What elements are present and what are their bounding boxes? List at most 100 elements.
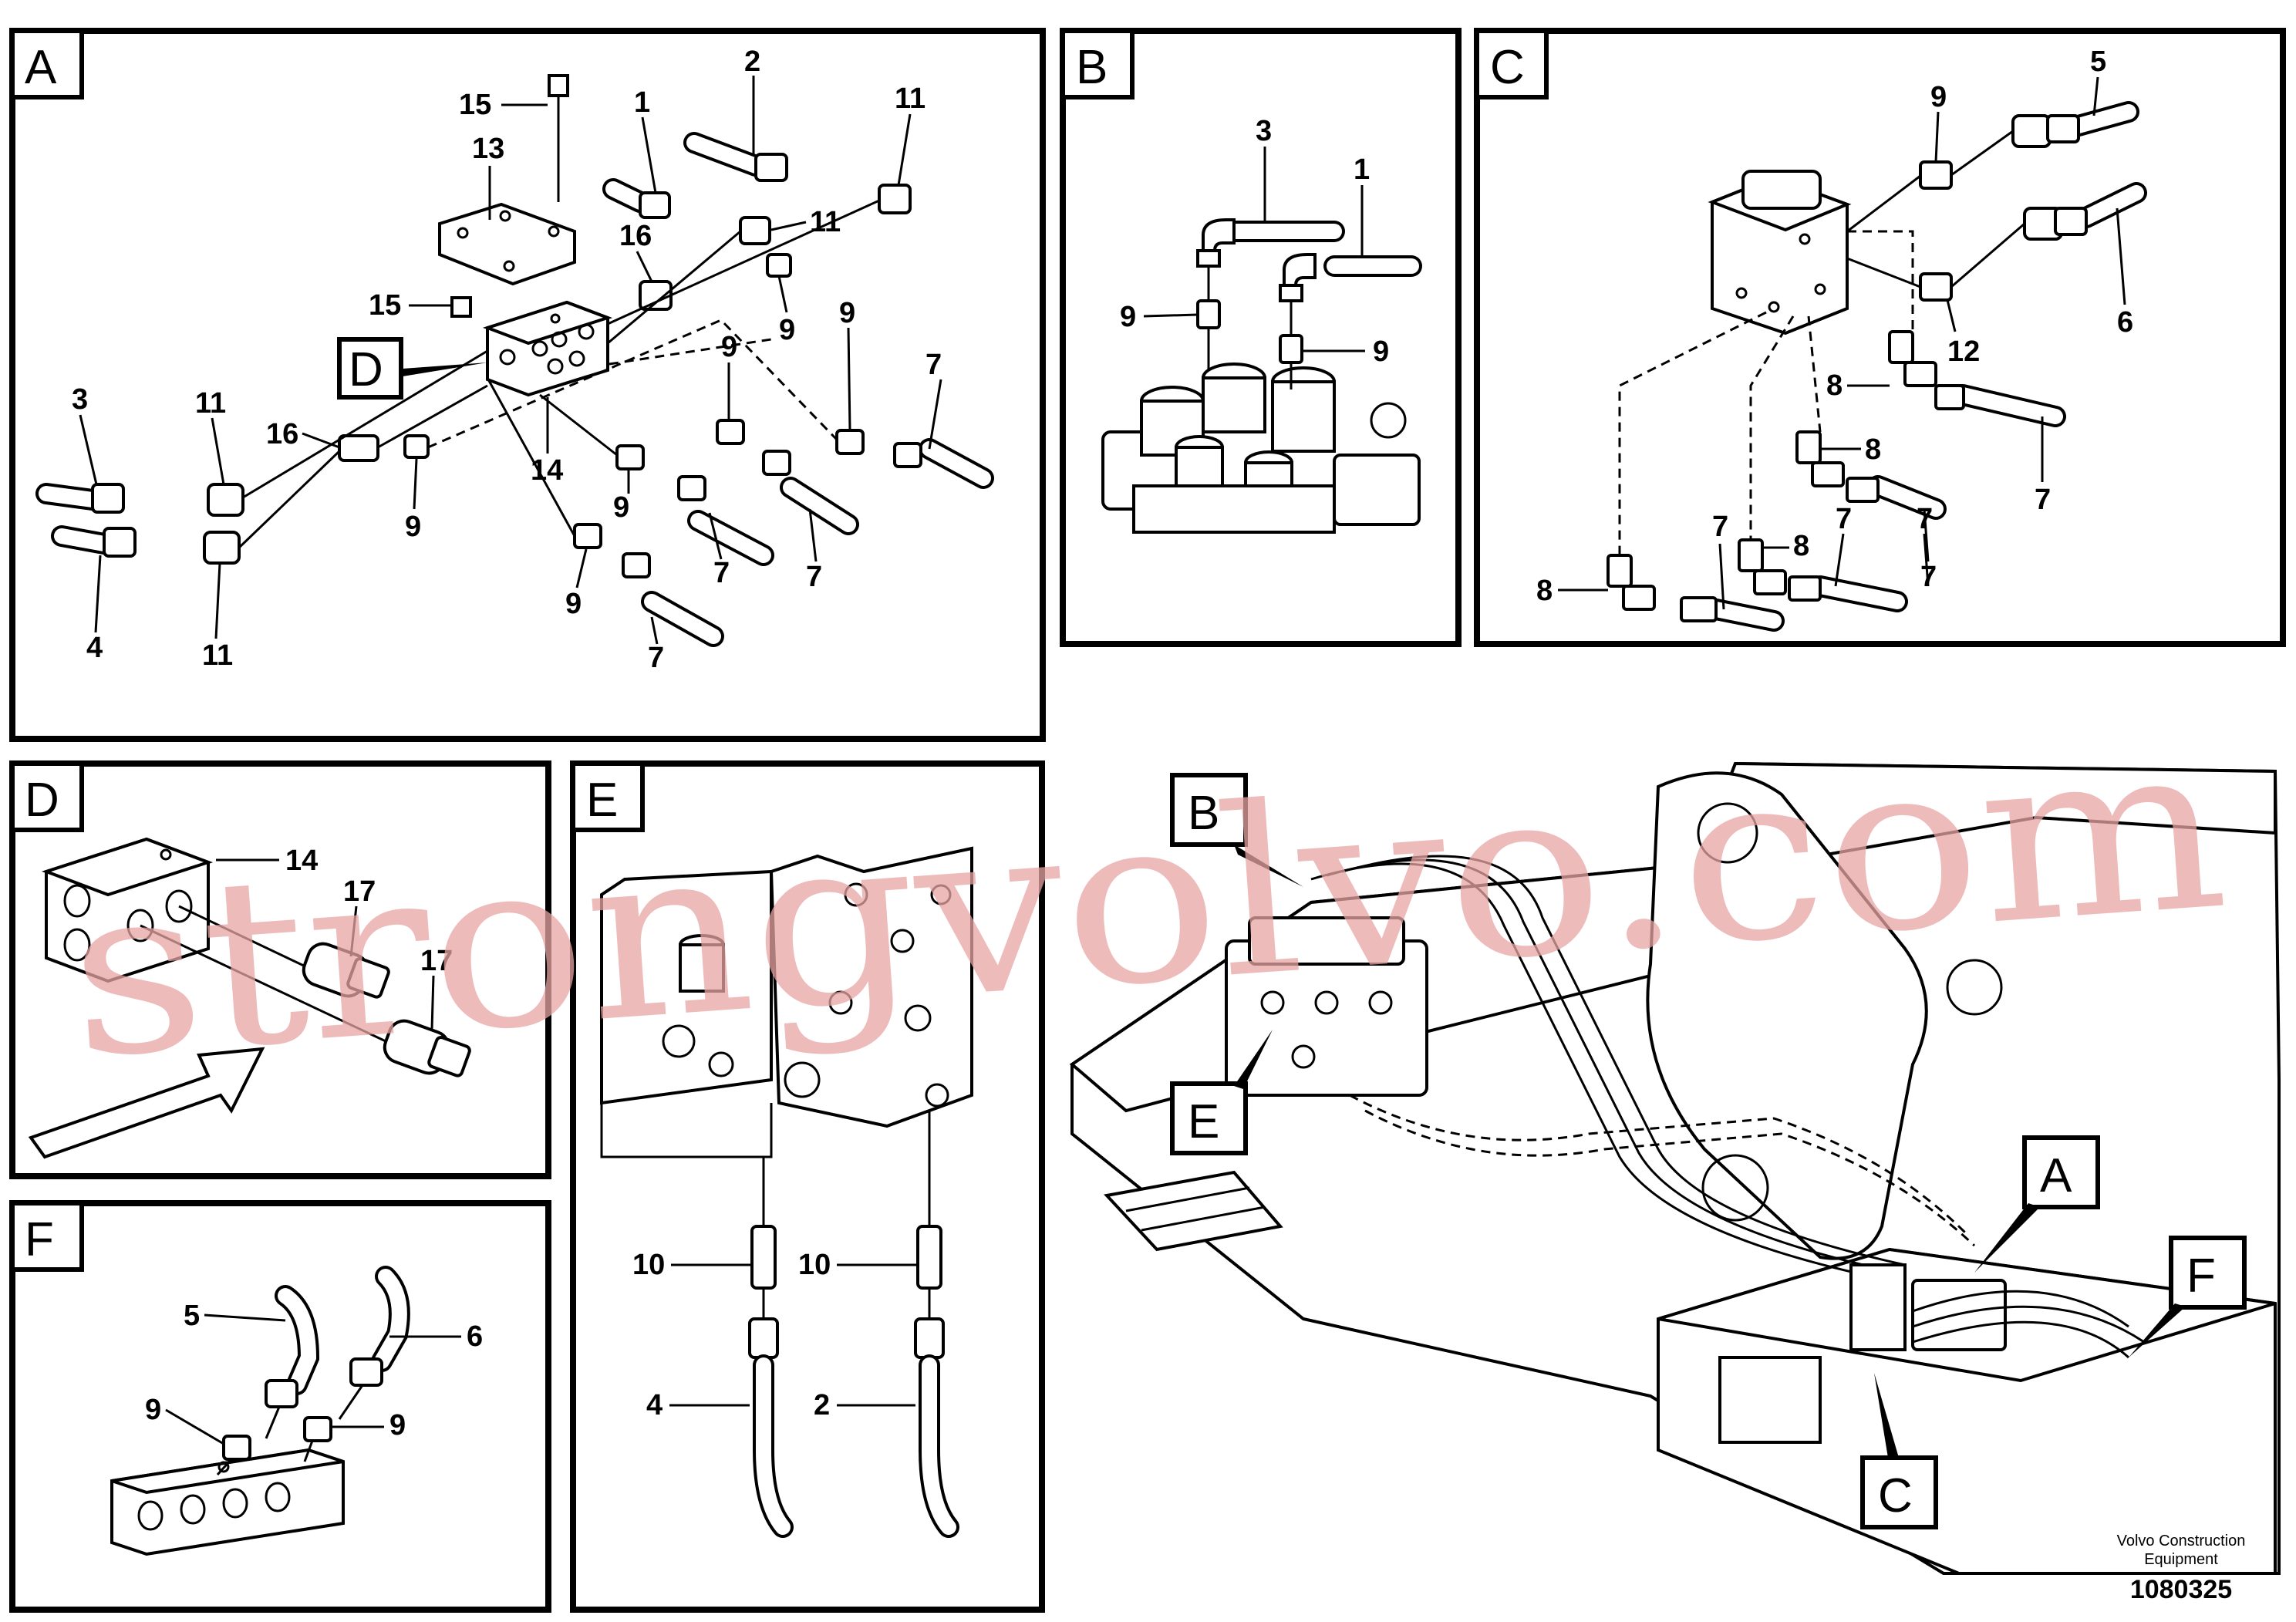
callout-d: D xyxy=(349,343,383,396)
callout-f-box xyxy=(2169,1236,2247,1310)
label: 9 xyxy=(839,297,855,329)
label: 9 xyxy=(721,331,737,363)
panel-b: B xyxy=(1060,28,1462,647)
panel-b-tag-box xyxy=(1060,29,1135,99)
panel-e-tag-box xyxy=(571,761,645,832)
callout-arrow xyxy=(403,363,487,376)
panel-f-tag-box xyxy=(10,1201,84,1272)
label: 7 xyxy=(806,561,822,593)
pipe-line xyxy=(1618,230,1914,555)
label: 7 xyxy=(713,557,730,589)
label: 8 xyxy=(1793,530,1809,562)
callout-a-box xyxy=(2022,1135,2100,1209)
callout-e-box xyxy=(1170,1081,1248,1155)
label: 1 xyxy=(634,86,650,119)
callout-c: C xyxy=(1878,1469,1913,1523)
label: 9 xyxy=(565,588,582,620)
label: 11 xyxy=(195,387,226,420)
part-labels-c: 5 9 12 6 8 8 8 8 7 7 7 7 7 xyxy=(1536,46,2133,610)
label: 10 xyxy=(798,1249,831,1281)
label: 3 xyxy=(1256,115,1272,147)
panel-c-frame xyxy=(1474,28,2286,647)
label: 17 xyxy=(420,945,453,977)
label: 1 xyxy=(1354,153,1370,186)
company-name-2: Equipment xyxy=(2144,1551,2218,1568)
label: 2 xyxy=(744,46,760,78)
label: 7 xyxy=(925,349,942,381)
fitting xyxy=(1196,218,1317,389)
footer: Volvo Construction Equipment 1080325 xyxy=(2117,1533,2246,1604)
panel-e-tag: E xyxy=(586,774,618,827)
panel-d: D 14 17 17 xyxy=(9,760,551,1179)
label: 8 xyxy=(1536,575,1553,607)
hose xyxy=(1219,221,1422,277)
panel-d-tag: D xyxy=(25,774,59,827)
label: 8 xyxy=(1826,369,1843,402)
part-labels-b: 3 1 9 9 xyxy=(1120,115,1389,368)
panel-c: C xyxy=(1474,28,2286,647)
bolt xyxy=(450,74,569,318)
callout-b-box xyxy=(1170,773,1248,847)
label: 5 xyxy=(184,1300,200,1332)
label: 11 xyxy=(202,639,233,672)
panel-c-tag-box xyxy=(1475,29,1549,99)
label: 14 xyxy=(531,454,563,487)
label: 9 xyxy=(1120,301,1136,333)
part-labels-a: 15 13 15 2 1 11 11 16 9 9 3 11 16 xyxy=(72,46,942,674)
view-arrow xyxy=(28,1047,265,1159)
pipe-line xyxy=(238,199,880,549)
document-id: 1080325 xyxy=(2130,1575,2232,1604)
fitting xyxy=(216,1357,383,1476)
label: 7 xyxy=(2035,484,2051,516)
callout-e: E xyxy=(1188,1095,1219,1148)
label: 4 xyxy=(646,1389,663,1421)
part-labels-f: 5 6 9 9 xyxy=(145,1300,483,1445)
fitting xyxy=(1607,114,2088,622)
manifold-block xyxy=(41,837,214,983)
hose xyxy=(35,132,994,647)
label: 2 xyxy=(814,1389,830,1421)
label: 6 xyxy=(467,1320,483,1353)
control-valve xyxy=(600,846,973,1158)
panel-b-tag: B xyxy=(1076,41,1108,94)
label: 9 xyxy=(1930,81,1947,113)
panel-b-frame xyxy=(1060,28,1462,647)
label: 11 xyxy=(810,206,841,238)
control-valve xyxy=(1101,363,1421,534)
cover-plate xyxy=(438,202,576,286)
panel-c-tag: C xyxy=(1490,41,1525,94)
panel-f-tag: F xyxy=(25,1213,54,1266)
panel-f: F 5 6 9 xyxy=(9,1200,551,1613)
pilot-block xyxy=(1708,170,1852,336)
label: 15 xyxy=(369,289,401,322)
label: 13 xyxy=(472,133,504,165)
label: 9 xyxy=(779,314,795,346)
label: 16 xyxy=(266,418,298,450)
label: 3 xyxy=(72,383,88,416)
callout-c-box xyxy=(1860,1455,1938,1529)
part-labels-e: 10 10 4 2 xyxy=(632,1249,918,1421)
label: 17 xyxy=(343,875,376,908)
label: 9 xyxy=(145,1394,161,1426)
label: 10 xyxy=(632,1249,665,1281)
label: 12 xyxy=(1947,336,1980,368)
panel-a-tag-box xyxy=(10,29,84,99)
hose xyxy=(1705,101,2147,632)
label: 7 xyxy=(1917,503,1933,535)
panel-e: E xyxy=(570,760,1045,1613)
label: 7 xyxy=(648,642,664,674)
callout-a: A xyxy=(2040,1149,2072,1202)
label: 9 xyxy=(613,491,629,524)
label: 7 xyxy=(1712,511,1728,543)
label: 6 xyxy=(2117,306,2133,339)
label: 9 xyxy=(405,511,421,543)
hose xyxy=(275,1266,410,1395)
overview-callouts: B E A F C xyxy=(1170,773,2247,1529)
label: 9 xyxy=(1373,336,1389,368)
panel-a-tag: A xyxy=(25,41,57,94)
label: 5 xyxy=(2090,46,2106,78)
label: 16 xyxy=(619,220,652,252)
label: 14 xyxy=(285,845,318,877)
panel-a: A xyxy=(9,28,1046,742)
